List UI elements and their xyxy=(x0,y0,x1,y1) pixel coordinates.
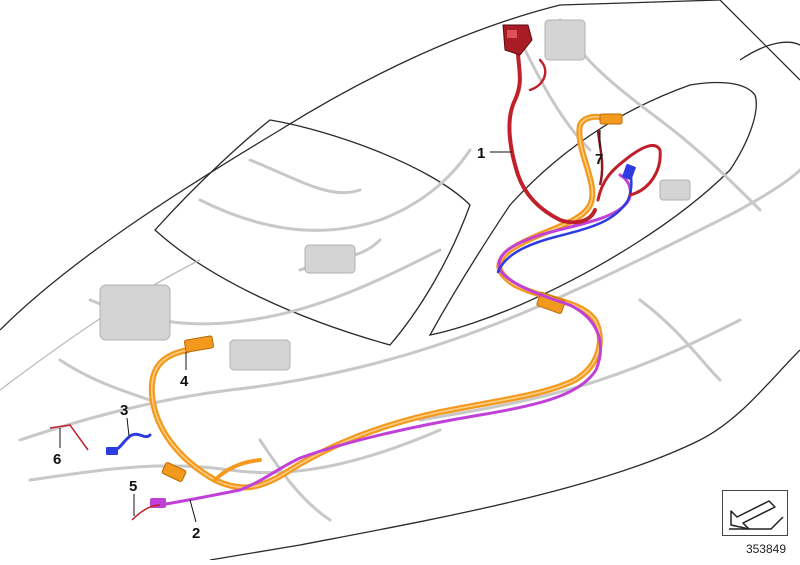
connector-orange-mid xyxy=(536,292,566,314)
document-number: 353849 xyxy=(745,542,786,556)
car-rear-spoiler xyxy=(739,41,800,61)
module-rear-right xyxy=(659,179,691,201)
harness-orange-highlight xyxy=(151,115,613,489)
rear-glass xyxy=(428,81,757,336)
connector-orange-rear xyxy=(599,113,623,125)
background-components xyxy=(99,19,691,371)
harness-darkred-7 xyxy=(596,129,604,186)
windshield xyxy=(154,119,471,346)
harness-orange-branch xyxy=(213,458,262,482)
hood-line xyxy=(0,259,201,391)
callout-3[interactable]: 3 xyxy=(120,402,128,419)
harness-blue-rear xyxy=(496,170,633,274)
car-rear-edge xyxy=(719,0,800,81)
nav-arrow-icon xyxy=(729,500,784,530)
module-rear-top xyxy=(544,19,586,61)
harness-red-branch xyxy=(528,58,547,92)
nav-arrow-box[interactable] xyxy=(722,490,788,536)
harness-purple-main xyxy=(158,173,632,507)
callout-7[interactable]: 7 xyxy=(595,151,603,168)
callout-1[interactable]: 1 xyxy=(477,145,485,162)
harness-blue xyxy=(106,163,636,455)
battery-terminal-unit xyxy=(502,24,533,56)
connector-blue-rear xyxy=(622,163,636,181)
car-roof-line xyxy=(0,0,721,331)
car-lower-line xyxy=(209,349,800,561)
callout-4[interactable]: 4 xyxy=(180,373,189,390)
module-front xyxy=(229,339,291,371)
callout-6[interactable]: 6 xyxy=(53,451,61,468)
module-center xyxy=(304,244,356,274)
connector-blue-front xyxy=(106,447,118,455)
harness-red-main xyxy=(507,53,597,225)
background-wiring xyxy=(18,18,800,522)
leader-3 xyxy=(126,417,130,437)
callout-2[interactable]: 2 xyxy=(192,525,200,542)
connector-orange-low xyxy=(161,462,187,482)
harness-blue-front xyxy=(110,432,152,454)
callout-5[interactable]: 5 xyxy=(129,478,137,495)
connector-orange-front xyxy=(183,335,215,353)
leader-2 xyxy=(189,499,197,523)
harness-red xyxy=(502,24,662,225)
battery-terminal-cap xyxy=(507,30,517,38)
harness-red-5 xyxy=(131,504,161,521)
engine-block xyxy=(99,284,171,341)
leader-lines xyxy=(59,130,601,523)
harness-orange xyxy=(148,113,623,491)
harness-red-loop xyxy=(596,144,662,202)
harness-red-6 xyxy=(49,424,89,451)
